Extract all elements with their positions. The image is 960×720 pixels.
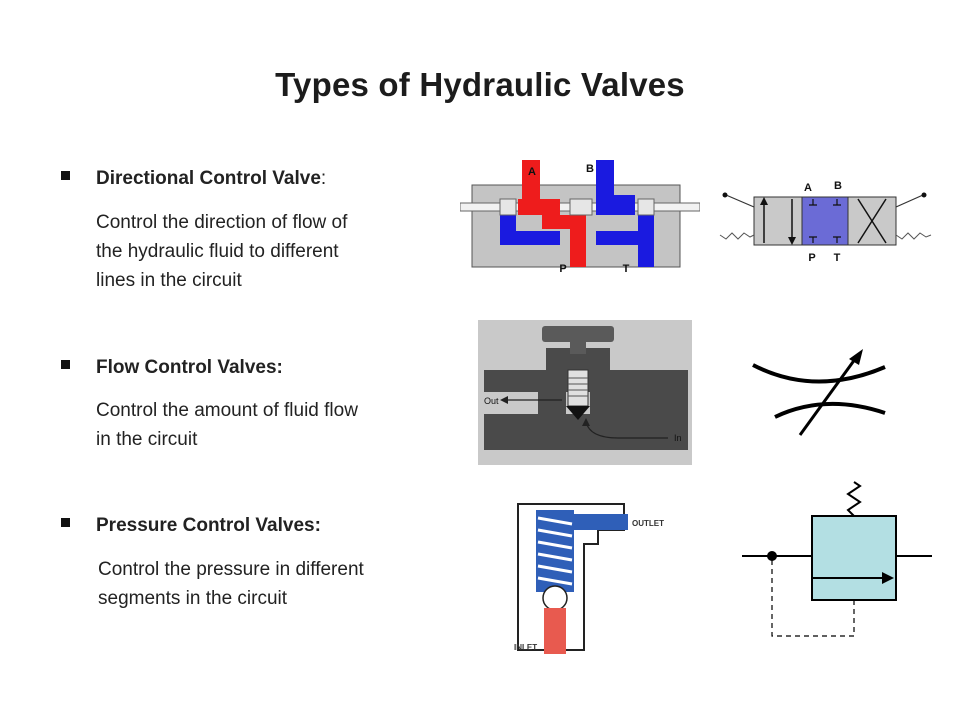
outlet-passage (568, 514, 628, 530)
description-line: lines in the circuit (96, 270, 242, 291)
port-label-t: T (623, 263, 630, 275)
tank-flow-path (500, 231, 560, 245)
spring-left (719, 232, 755, 240)
adjustable-arrow-head (849, 349, 863, 365)
flow-valve-cutaway: Out In (478, 320, 692, 465)
directional-valve-symbol: A B P T (719, 180, 932, 264)
description-line: Control the amount of fluid flow (96, 400, 358, 421)
section-heading-flow: Flow Control Valves: (96, 357, 283, 379)
bullet-marker (61, 518, 70, 527)
pressure-flow-path (518, 160, 560, 215)
inlet-label: INLET (514, 643, 537, 652)
in-label: In (674, 433, 682, 443)
pressure-valve-cutaway: OUTLET INLET (514, 503, 664, 654)
valve-body (590, 392, 688, 414)
port-label-p: P (808, 252, 815, 264)
valve-body (538, 392, 566, 422)
outlet-label: OUTLET (632, 519, 664, 528)
description-line: Control the direction of flow of (96, 212, 348, 233)
flow-arrow-head (760, 197, 768, 205)
poppet-ball (542, 585, 568, 611)
junction-dot (767, 551, 777, 561)
needle-tip (566, 406, 590, 420)
knob-stem (570, 340, 586, 354)
flow-control-symbol (752, 349, 886, 436)
tank-flow-path (596, 160, 635, 215)
spring-right (895, 232, 932, 240)
section-heading-pressure: Pressure Control Valves: (96, 515, 321, 537)
heading-colon: : (320, 168, 327, 189)
adjustable-arrow (798, 354, 860, 436)
flow-arrow-line (857, 198, 887, 244)
spool-land (499, 198, 517, 216)
lever-right (895, 194, 924, 208)
port-label-a: A (528, 166, 536, 178)
out-label: Out (484, 396, 499, 406)
port-label-a: A (804, 182, 812, 194)
pilot-line (771, 560, 855, 637)
adjust-knob (542, 326, 614, 342)
flow-arrow-head (500, 396, 508, 404)
bullet-marker (61, 171, 70, 180)
bullet-marker (61, 360, 70, 369)
flow-arrow-head (582, 418, 590, 426)
heading-text: Directional Control Valve (96, 168, 321, 189)
port-label-t: T (834, 252, 841, 264)
port-label-b: B (834, 180, 842, 192)
lever-knob (921, 192, 927, 198)
directional-valve-cutaway: A B P T (460, 160, 700, 275)
orifice-curve-top (752, 363, 886, 384)
blocked-port-mark (809, 199, 841, 243)
section-description-flow: Control the amount of fluid flow in the … (96, 396, 358, 454)
description-line: Control the pressure in different (98, 559, 364, 580)
thread-marks (568, 377, 588, 397)
section-heading-directional: Directional Control Valve: (96, 168, 326, 190)
port-label-p: P (559, 263, 566, 275)
description-line: in the circuit (96, 429, 198, 450)
lever-knob (722, 192, 728, 198)
pressure-flow-path (542, 215, 586, 229)
port-label-b: B (586, 163, 594, 175)
needle-stem (567, 369, 589, 407)
heading-text: Pressure Control Valves: (96, 515, 321, 536)
flow-arrow-head (788, 237, 796, 245)
lever-left (725, 194, 755, 208)
section-description-directional: Control the direction of flow of the hyd… (96, 208, 347, 295)
spool-land (637, 198, 655, 216)
description-line: the hydraulic fluid to different (96, 241, 339, 262)
spring-symbol (846, 481, 862, 517)
flow-arrow-head (882, 572, 894, 584)
spool-land (569, 198, 593, 216)
description-line: segments in the circuit (98, 588, 288, 609)
tank-flow-path (596, 231, 654, 245)
inlet-passage (544, 608, 566, 654)
heading-text: Flow Control Valves: (96, 357, 283, 378)
relief-spring (537, 516, 573, 586)
section-description-pressure: Control the pressure in different segmen… (98, 555, 364, 613)
valve-envelope (811, 515, 897, 601)
page-title: Types of Hydraulic Valves (275, 66, 685, 103)
orifice-curve-bottom (774, 401, 886, 419)
pressure-relief-symbol (742, 481, 932, 637)
symbol-envelope-center (801, 196, 849, 246)
